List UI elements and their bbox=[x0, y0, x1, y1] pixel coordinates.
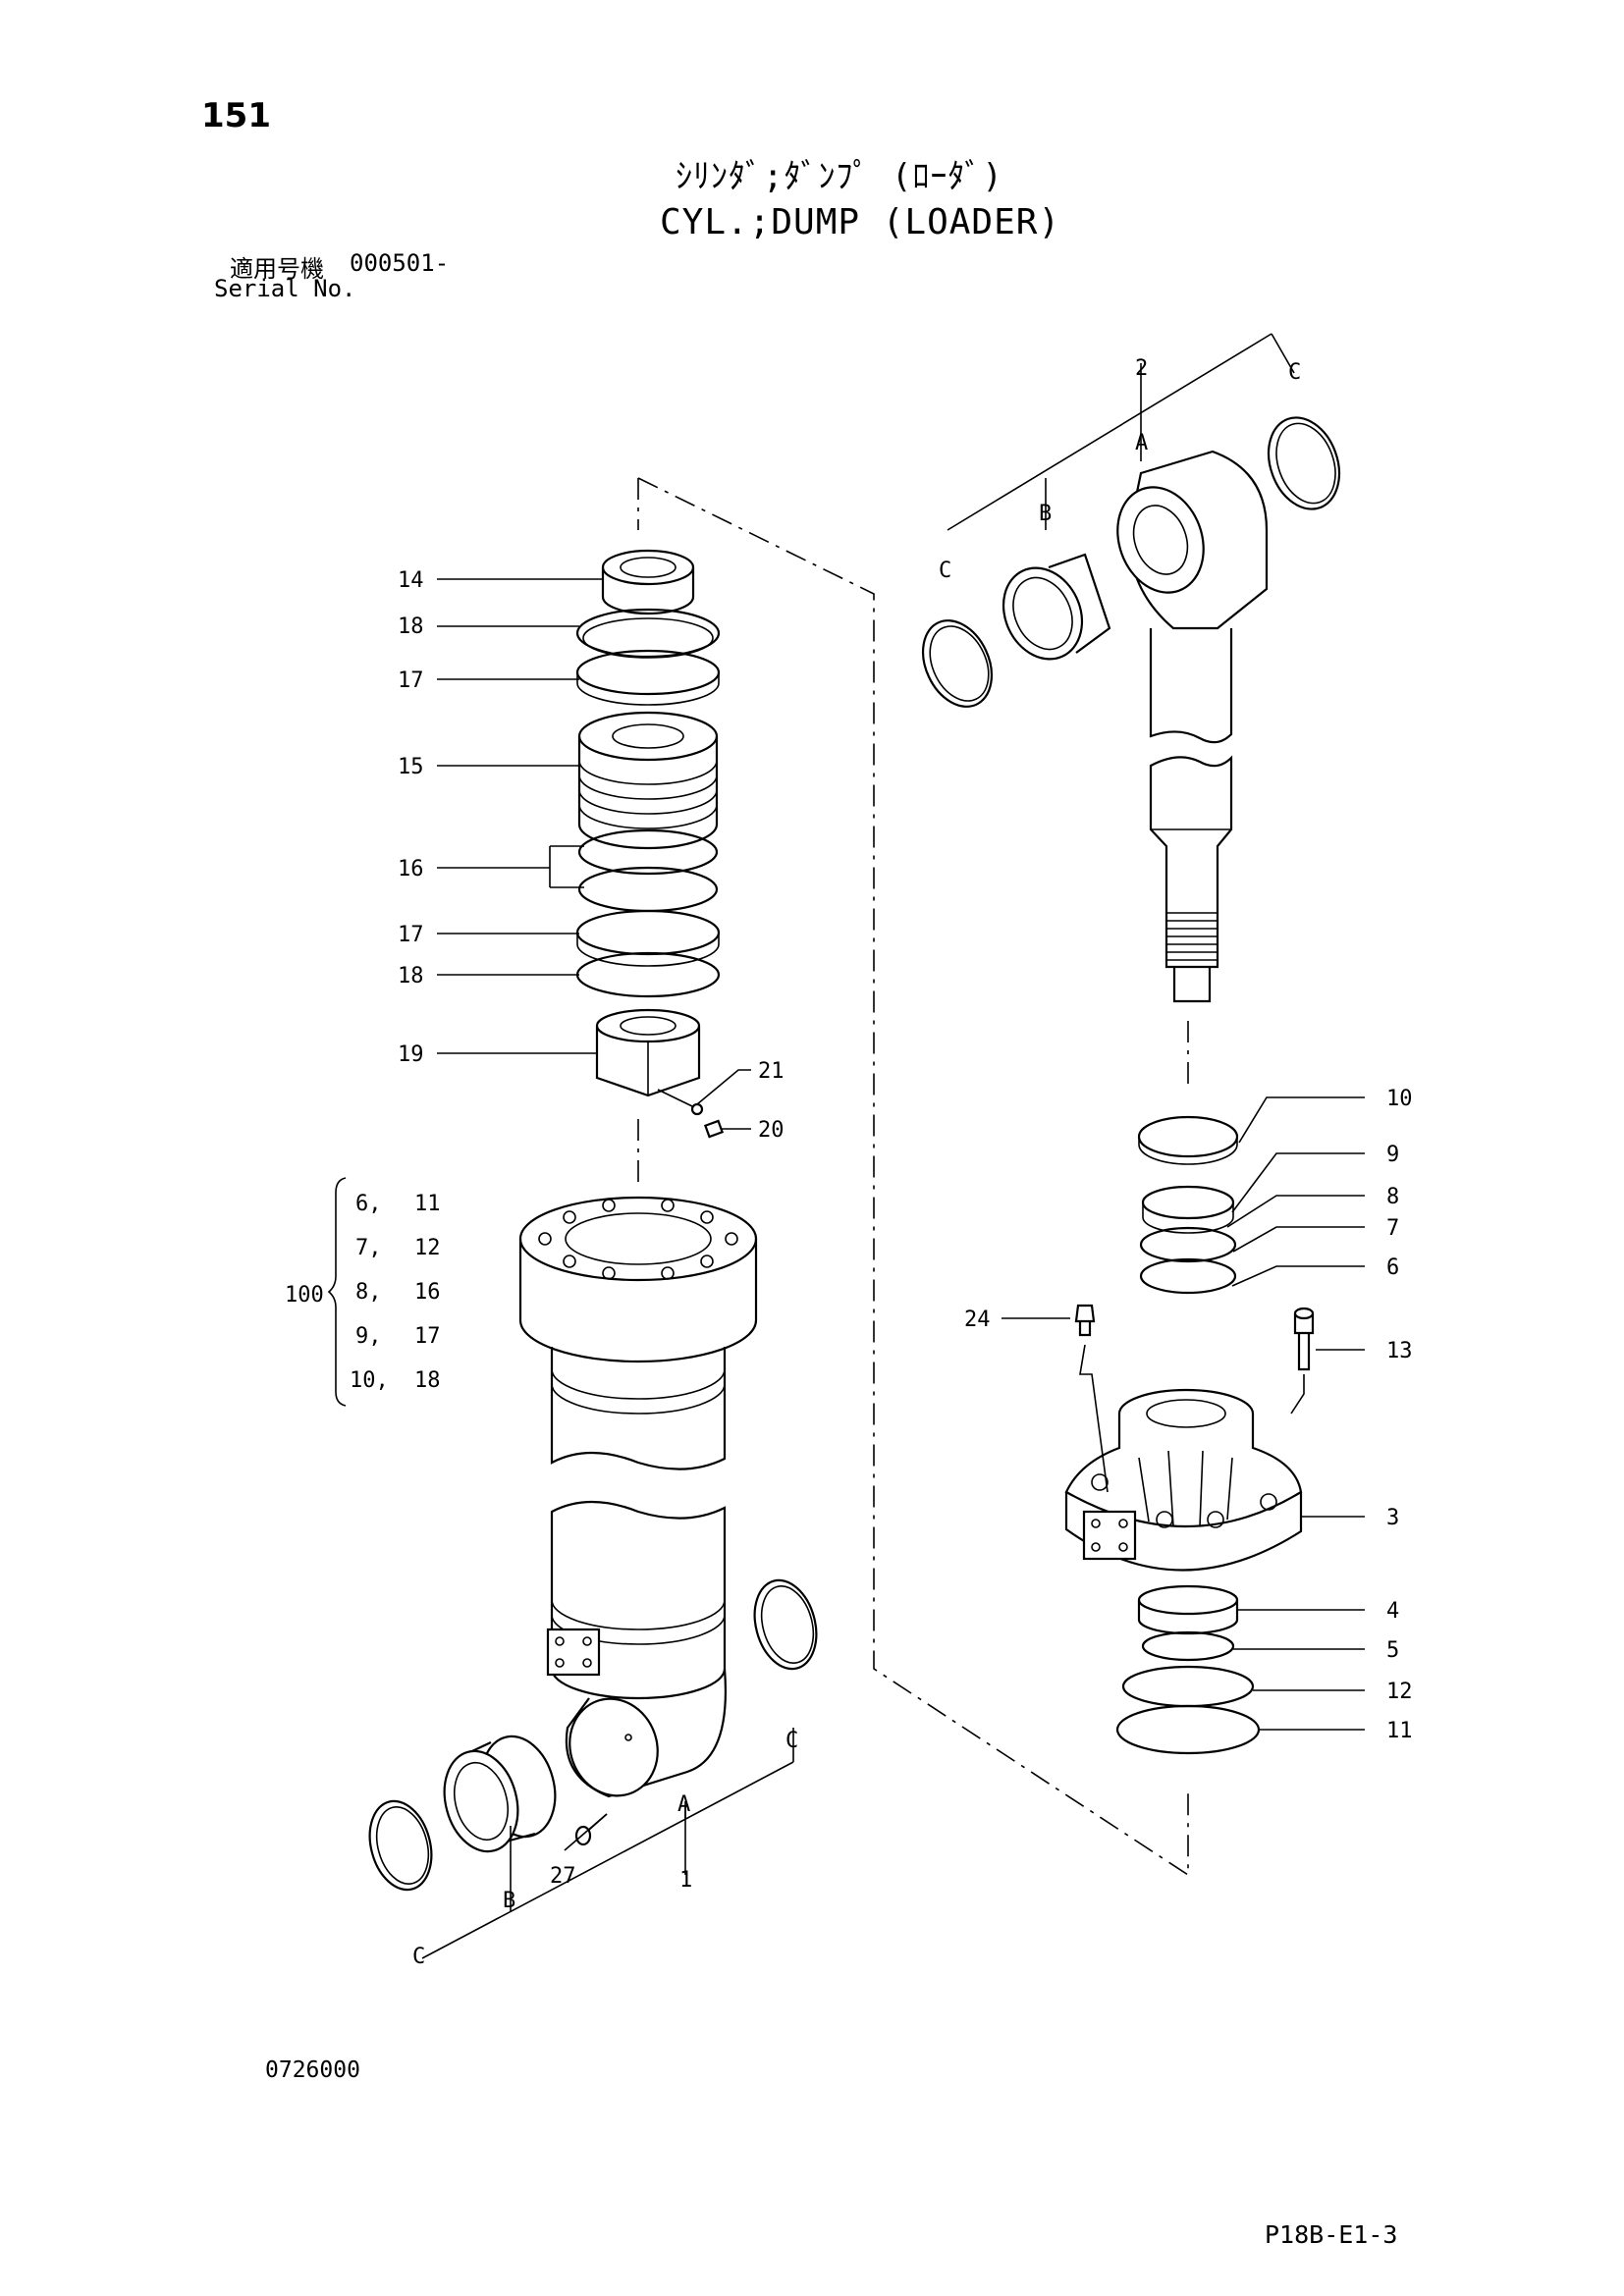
serial-label-english: Serial No. bbox=[214, 275, 356, 302]
part-13-bolt bbox=[1290, 1307, 1315, 1415]
part-11-o-ring bbox=[1115, 1704, 1261, 1755]
kit-row-2-b: 12 bbox=[414, 1236, 441, 1260]
callout-15: 15 bbox=[398, 755, 424, 779]
callout-4: 4 bbox=[1386, 1599, 1399, 1624]
callout-1: 1 bbox=[679, 1868, 692, 1893]
part-16-seal-rings bbox=[577, 828, 719, 913]
part-15-piston bbox=[577, 711, 719, 850]
assembly-guide-lines bbox=[637, 477, 1189, 1877]
part-5-ring bbox=[1141, 1630, 1235, 1662]
kit-row-2-a: 7, bbox=[355, 1236, 382, 1260]
seal-c-top-left bbox=[921, 619, 994, 708]
callout-11: 11 bbox=[1386, 1719, 1413, 1743]
seal-kit-100: 100 6, 11 7, 12 8, 16 9, 17 10, 18 bbox=[285, 1177, 441, 1407]
callout-b-bottom: B bbox=[503, 1889, 515, 1913]
kit-row-4-b: 17 bbox=[414, 1324, 441, 1349]
part-20-set-screw bbox=[703, 1119, 725, 1139]
leader-lines bbox=[421, 333, 1365, 1959]
part-19-nut bbox=[595, 1008, 701, 1097]
serial-value: 000501- bbox=[350, 249, 450, 277]
kit-row-1-b: 11 bbox=[414, 1192, 441, 1216]
seal-c-top-right bbox=[1267, 416, 1341, 510]
part-17-ring-top bbox=[575, 649, 721, 706]
callout-a-top: A bbox=[1135, 431, 1148, 455]
callout-c-top-right: C bbox=[1288, 360, 1301, 385]
callout-6: 6 bbox=[1386, 1255, 1399, 1280]
callout-8: 8 bbox=[1386, 1185, 1399, 1209]
callout-c-bottom-right: C bbox=[785, 1729, 798, 1753]
part-1-cylinder-tube bbox=[518, 1196, 758, 1798]
callout-5: 5 bbox=[1386, 1638, 1399, 1663]
callout-17-top: 17 bbox=[398, 668, 424, 693]
callout-3: 3 bbox=[1386, 1506, 1399, 1530]
part-24-grease-nipple bbox=[1074, 1304, 1109, 1493]
callout-24: 24 bbox=[964, 1308, 991, 1332]
part-2-piston-rod bbox=[1116, 450, 1269, 1003]
callout-17-bottom: 17 bbox=[398, 923, 424, 947]
kit-row-5-b: 18 bbox=[414, 1368, 441, 1393]
callout-12: 12 bbox=[1386, 1680, 1413, 1704]
page-number: 151 bbox=[201, 96, 271, 135]
callout-9: 9 bbox=[1386, 1143, 1399, 1167]
kit-row-1-a: 6, bbox=[355, 1192, 382, 1216]
callout-27: 27 bbox=[550, 1864, 576, 1889]
callout-c-top-left: C bbox=[939, 559, 951, 583]
serial-label-japanese: 適用号機 bbox=[230, 255, 324, 283]
part-3-rod-cover bbox=[1064, 1388, 1303, 1572]
bushing-b-top bbox=[1001, 553, 1111, 661]
part-10-seal bbox=[1137, 1115, 1239, 1165]
seal-c-bottom-left bbox=[368, 1799, 433, 1892]
callout-10: 10 bbox=[1386, 1087, 1413, 1111]
kit-row-3-a: 8, bbox=[355, 1280, 382, 1305]
callout-a-bottom: A bbox=[677, 1792, 690, 1817]
callout-13: 13 bbox=[1386, 1339, 1413, 1363]
kit-row-5-a: 10, bbox=[350, 1368, 389, 1393]
seal-c-bottom-right bbox=[753, 1578, 818, 1671]
part-12-ring bbox=[1121, 1665, 1255, 1708]
kit-row-4-a: 9, bbox=[355, 1324, 382, 1349]
part-14-bushing bbox=[601, 549, 695, 615]
kit-row-3-b: 16 bbox=[414, 1280, 441, 1305]
callout-c-bottom-left: C bbox=[412, 1945, 425, 1969]
page-code: P18B-E1-3 bbox=[1265, 2220, 1398, 2249]
callout-21: 21 bbox=[758, 1059, 785, 1084]
kit-label: 100 bbox=[285, 1283, 324, 1308]
drawing-code: 0726000 bbox=[265, 2057, 360, 2083]
callout-18-top: 18 bbox=[398, 614, 424, 639]
callout-7: 7 bbox=[1386, 1216, 1399, 1241]
callout-16: 16 bbox=[398, 857, 424, 881]
title-english: CYL.;DUMP (LOADER) bbox=[660, 202, 1061, 242]
callout-20: 20 bbox=[758, 1118, 785, 1143]
callout-2: 2 bbox=[1135, 356, 1148, 381]
part-21-ball bbox=[657, 1089, 704, 1116]
part-7-ring bbox=[1139, 1226, 1237, 1263]
part-18-ring-top bbox=[575, 608, 721, 659]
bushing-b-bottom bbox=[443, 1735, 557, 1853]
callout-b-top: B bbox=[1039, 502, 1052, 526]
part-17-ring-bottom bbox=[575, 909, 721, 967]
part-9-ring bbox=[1141, 1185, 1235, 1234]
callout-labels: 14 18 17 15 16 17 18 19 21 20 10 9 8 7 6… bbox=[398, 356, 1413, 1969]
title-japanese: ｼﾘﾝﾀﾞ;ﾀﾞﾝﾌﾟ (ﾛｰﾀﾞ) bbox=[676, 157, 1003, 196]
callout-14: 14 bbox=[398, 568, 424, 593]
part-6-ring bbox=[1139, 1257, 1237, 1295]
part-18-ring-bottom bbox=[575, 951, 721, 998]
callout-18-bottom: 18 bbox=[398, 964, 424, 988]
callout-19: 19 bbox=[398, 1042, 424, 1067]
part-4-bushing bbox=[1137, 1584, 1239, 1635]
